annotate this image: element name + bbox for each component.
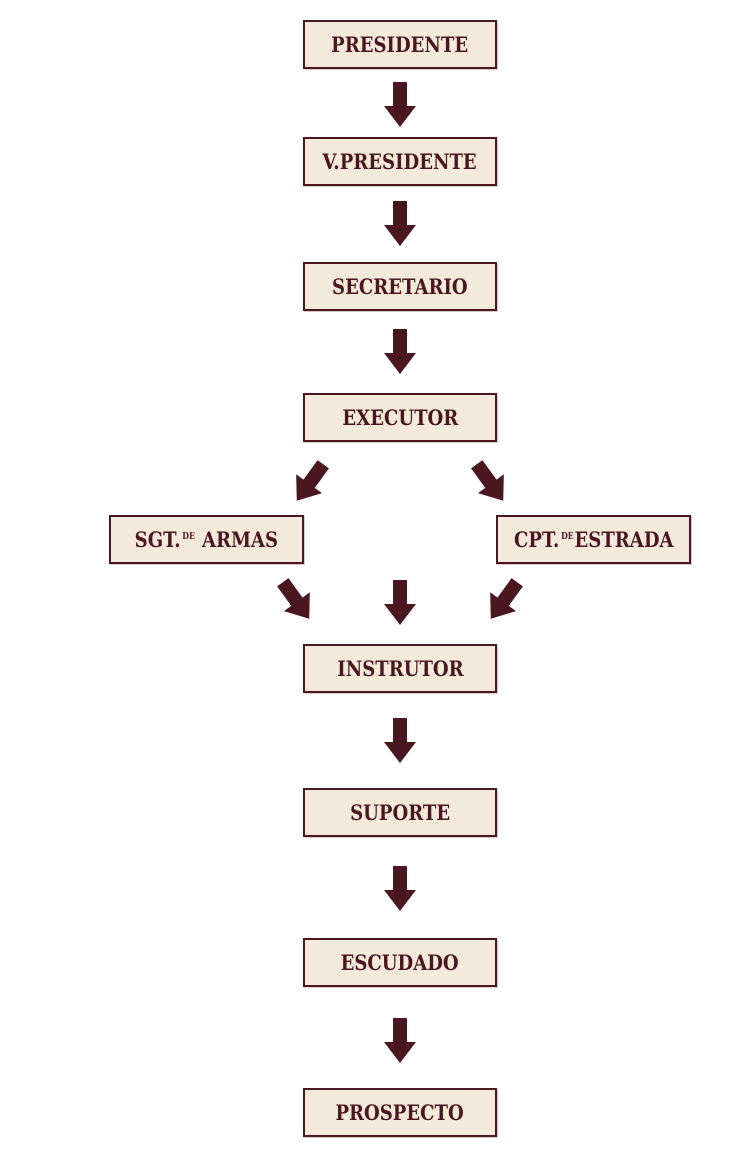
node-secretario: SECRETARIO [303,262,497,311]
node-prospecto-label: PROSPECTO [335,1100,465,1125]
arrow-instrutor-to-suporte-icon [384,718,416,763]
arrow-executor-to-instrutor-icon [384,580,416,625]
node-escudado-label: ESCUDADO [340,950,460,975]
arrow-executor-to-sgt-icon [296,460,329,501]
arrow-cpt-to-instrutor-icon [490,578,523,619]
arrow-vice-to-secretario-icon [384,201,416,246]
node-instrutor: INSTRUTOR [303,644,497,693]
node-escudado: ESCUDADO [303,938,497,987]
node-presidente: PRESIDENTE [303,20,497,69]
arrow-suporte-to-escudado-icon [384,866,416,911]
node-presidente-label: PRESIDENTE [331,32,469,57]
arrow-secretario-to-executor-icon [384,329,416,374]
node-suporte: SUPORTE [303,788,497,837]
node-vice-presidente: V.PRESIDENTE [303,137,497,186]
node-executor-label: EXECUTOR [342,405,458,430]
arrow-executor-to-cpt-icon [471,460,504,501]
arrow-escudado-to-prospecto-icon [384,1018,416,1063]
node-sgt-armas: SGT.DE ARMAS [109,515,304,564]
node-suporte-label: SUPORTE [349,800,451,825]
node-executor: EXECUTOR [303,393,497,442]
node-instrutor-label: INSTRUTOR [336,656,464,681]
node-prospecto: PROSPECTO [303,1088,497,1137]
node-cpt-estrada-label: CPT.DEESTRADA [513,527,674,552]
node-secretario-label: SECRETARIO [332,274,468,299]
arrow-presidente-to-vice-icon [384,82,416,127]
node-cpt-estrada: CPT.DEESTRADA [496,515,691,564]
node-sgt-armas-label: SGT.DE ARMAS [134,527,279,552]
arrow-sgt-to-instrutor-icon [277,578,310,619]
node-vice-presidente-label: V.PRESIDENTE [322,149,478,174]
